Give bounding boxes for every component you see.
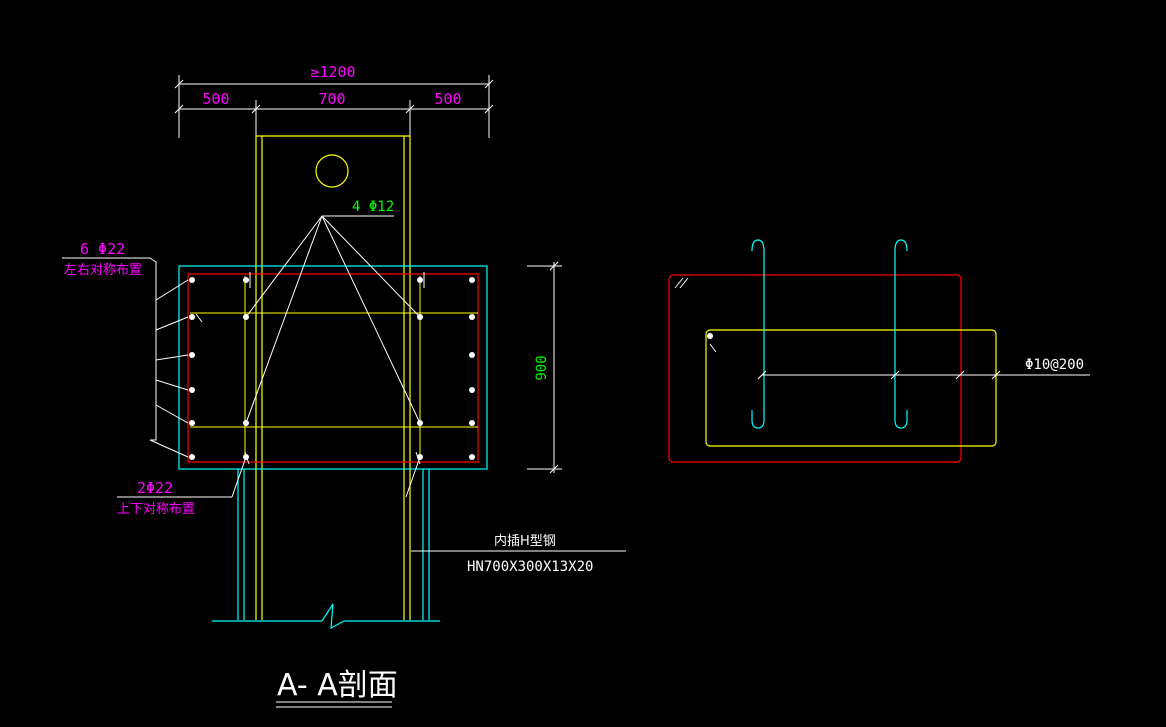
height-dimension-lines bbox=[527, 261, 562, 474]
rebar-dot bbox=[469, 352, 475, 358]
tb-bars-count: 2Φ22 bbox=[137, 479, 173, 497]
rebar-dot bbox=[469, 314, 475, 320]
stirrup-spacing-label: Φ10@200 bbox=[1025, 357, 1084, 373]
detail-stirrup-yellow bbox=[705, 329, 997, 447]
detail-dimension-line bbox=[674, 277, 1090, 380]
stirrup-red bbox=[187, 273, 479, 463]
tie-lines-yellow bbox=[190, 276, 478, 460]
steel-hole-circle bbox=[315, 154, 349, 188]
detail-tie-bars bbox=[751, 239, 908, 429]
detail-stirrup-red bbox=[668, 274, 962, 463]
rebar-dot bbox=[469, 277, 475, 283]
rebar-dot bbox=[243, 277, 249, 283]
concrete-outline bbox=[178, 265, 488, 630]
rebar-dot bbox=[189, 352, 195, 358]
steel-size-label: HN700X300X13X20 bbox=[467, 559, 593, 575]
side-bars-count: 6 Φ22 bbox=[80, 240, 125, 258]
middle-width-dimension: 700 bbox=[318, 90, 345, 108]
section-title: A- A剖面 bbox=[277, 668, 398, 703]
rebar-dot bbox=[189, 420, 195, 426]
h-steel-profile bbox=[255, 135, 411, 620]
top-dimension-group bbox=[174, 75, 494, 138]
rebar-dots bbox=[189, 277, 475, 460]
rebar-dot bbox=[189, 314, 195, 320]
hook-marks bbox=[195, 272, 425, 465]
rebar-dot bbox=[469, 454, 475, 460]
small-bars-label: 4 Φ12 bbox=[352, 199, 394, 215]
title-underline bbox=[276, 701, 392, 708]
leader-lines bbox=[62, 215, 626, 552]
detail-tie-bar bbox=[894, 239, 908, 252]
tb-bars-note: 上下对称布置 bbox=[117, 502, 195, 517]
rebar-dot bbox=[469, 387, 475, 393]
side-bars-note: 左右对称布置 bbox=[64, 263, 142, 278]
left-width-dimension: 500 bbox=[202, 90, 229, 108]
overall-width-dimension: ≥1200 bbox=[310, 63, 355, 81]
detail-rebar-dot bbox=[707, 333, 713, 339]
steel-name-label: 内插H型钢 bbox=[494, 533, 556, 549]
rebar-dot bbox=[189, 454, 195, 460]
rebar-dot bbox=[469, 420, 475, 426]
rebar-dot bbox=[189, 277, 195, 283]
detail-tie-bar bbox=[894, 251, 908, 429]
detail-tie-bar bbox=[751, 239, 765, 429]
rebar-dot bbox=[417, 277, 423, 283]
rebar-dot bbox=[189, 387, 195, 393]
height-dimension: 900 bbox=[534, 355, 550, 380]
right-width-dimension: 500 bbox=[434, 90, 461, 108]
